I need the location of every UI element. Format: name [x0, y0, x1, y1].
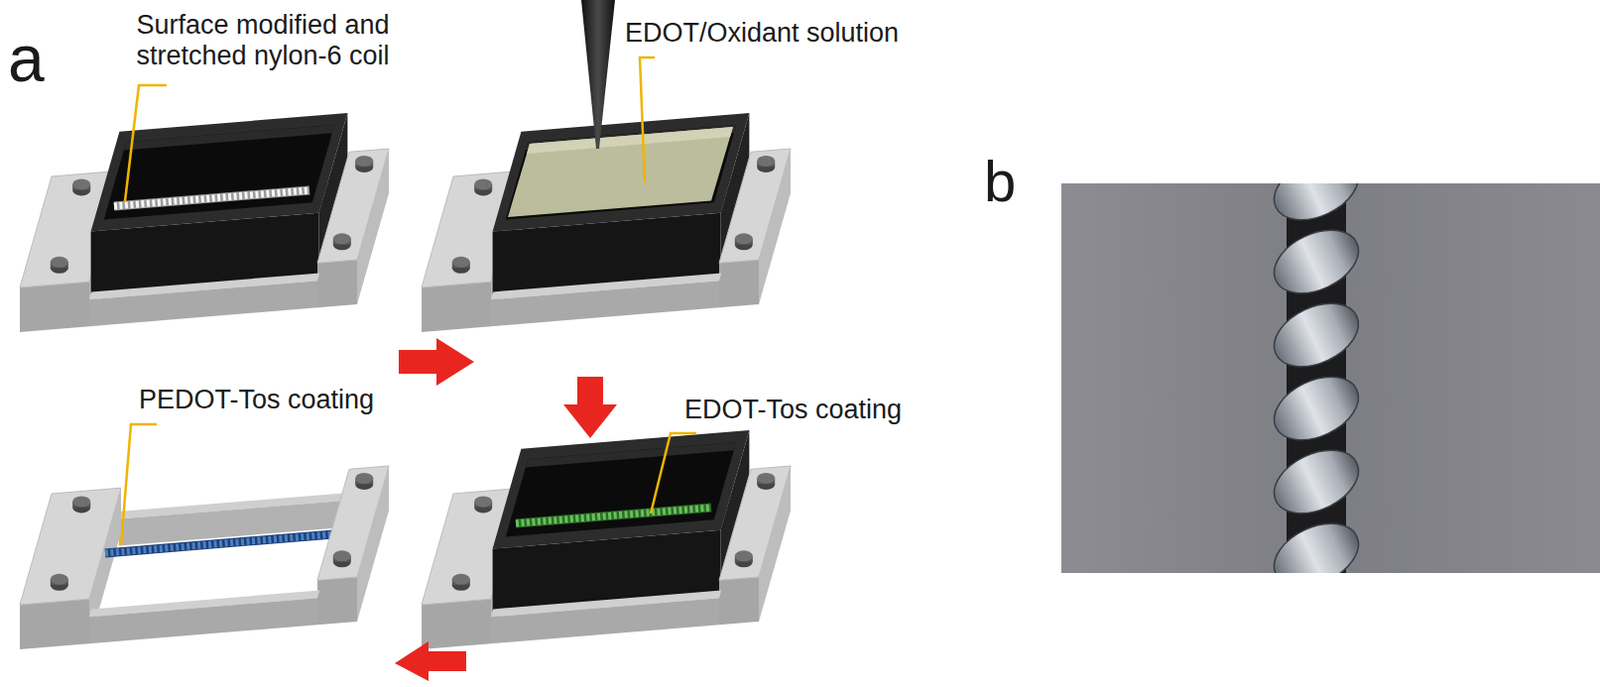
process-arrow	[394, 641, 467, 682]
leader-line	[124, 85, 167, 202]
callout-label: EDOT/Oxidant solution	[624, 17, 899, 49]
panel-letter: b	[984, 148, 1016, 216]
leader-line	[121, 424, 157, 546]
process-arrow	[398, 338, 475, 386]
coating-fixture	[19, 466, 389, 650]
coil-photo	[1061, 183, 1600, 574]
coating-fixture	[421, 430, 791, 650]
coating-fixture	[421, 113, 791, 333]
leader-line	[639, 57, 655, 183]
process-arrow	[563, 376, 617, 439]
callout-label: EDOT-Tos coating	[684, 394, 902, 426]
panel-letter: a	[7, 21, 45, 98]
callout-label: PEDOT-Tos coating	[138, 384, 374, 416]
coating-fixture	[19, 113, 389, 333]
pipette	[581, 0, 616, 149]
leader-line	[650, 433, 697, 514]
callout-label: Surface modified and stretched nylon-6 c…	[114, 9, 412, 72]
